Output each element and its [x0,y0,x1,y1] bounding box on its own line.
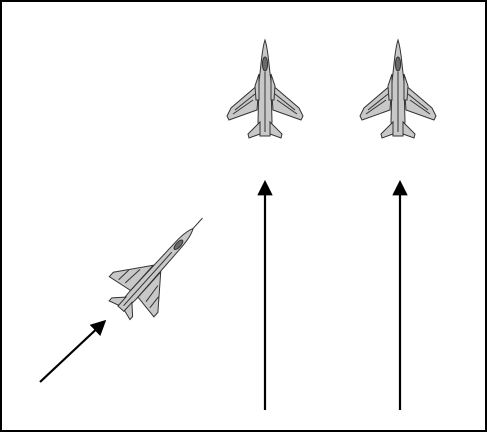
twin-engine-fighter-icon [360,40,436,138]
heading-arrow-3 [40,322,104,382]
delta-wing-fighter-icon [97,198,225,330]
twin-engine-fighter-icon [227,40,303,138]
